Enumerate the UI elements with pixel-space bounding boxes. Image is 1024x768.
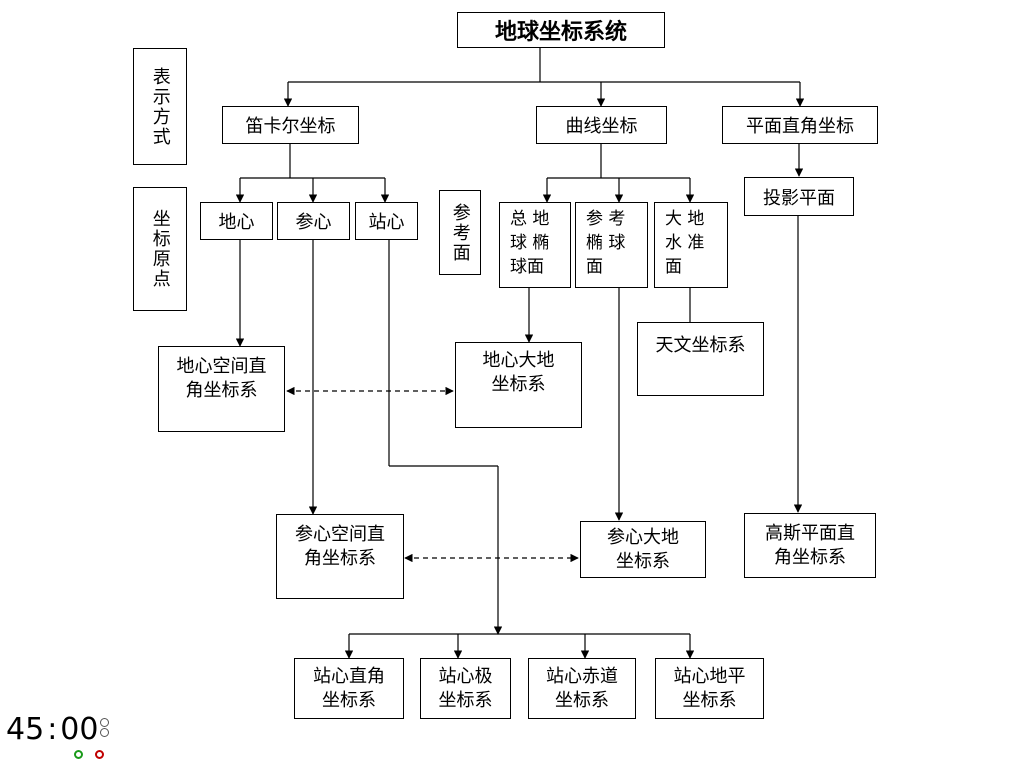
system-topo-polar: 站心极 坐标系 [420, 658, 511, 719]
system-reference-cartesian: 参心空间直 角坐标系 [276, 514, 404, 599]
timer-minutes: 45 [6, 712, 45, 747]
timer-settings-icon[interactable] [100, 718, 109, 727]
surface-earth-ellipsoid: 总 地 球 椭 球面 [499, 202, 571, 288]
diagram-title: 地球坐标系统 [457, 12, 665, 48]
timer-colon: : [47, 712, 58, 747]
side-label-origin: 坐标原点 [133, 187, 187, 311]
system-topo-cartesian: 站心直角 坐标系 [294, 658, 404, 719]
reference-surface-label: 参考面 [439, 190, 481, 275]
system-topo-equatorial: 站心赤道 坐标系 [528, 658, 636, 719]
timer-reset-icon[interactable] [100, 728, 109, 737]
surface-reference-ellipsoid: 参 考 椭 球 面 [575, 202, 648, 288]
system-geocentric-cartesian: 地心空间直 角坐标系 [158, 346, 285, 432]
category-curvilinear: 曲线坐标 [536, 106, 667, 144]
category-plane: 平面直角坐标 [722, 106, 878, 144]
timer-play-icon[interactable] [74, 750, 83, 759]
system-geocentric-geodetic: 地心大地 坐标系 [455, 342, 582, 428]
system-reference-geodetic: 参心大地 坐标系 [580, 521, 706, 578]
system-topo-horizon: 站心地平 坐标系 [655, 658, 764, 719]
countdown-timer: 45:00 [6, 712, 98, 747]
system-gauss-plane: 高斯平面直 角坐标系 [744, 513, 876, 578]
timer-stop-icon[interactable] [95, 750, 104, 759]
side-label-representation: 表示方式 [133, 48, 187, 165]
category-cartesian: 笛卡尔坐标 [222, 106, 359, 144]
system-astronomical: 天文坐标系 [637, 322, 764, 396]
origin-geocentric: 地心 [200, 202, 273, 240]
origin-reference: 参心 [277, 202, 350, 240]
timer-seconds: 00 [60, 712, 99, 747]
surface-projection-plane: 投影平面 [744, 177, 854, 216]
surface-geoid: 大 地 水 准 面 [654, 202, 728, 288]
origin-topocentric: 站心 [355, 202, 418, 240]
